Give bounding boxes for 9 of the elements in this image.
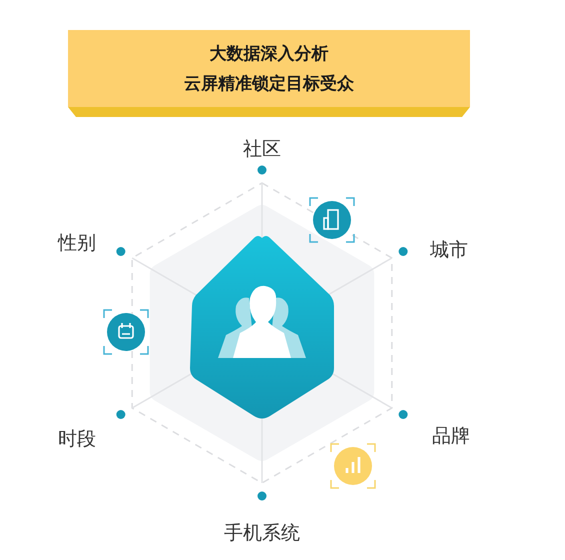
axis-label: 品牌 bbox=[432, 424, 470, 448]
axis-label: 性别 bbox=[58, 231, 96, 255]
banner-text: 云屏精准锁定目标受众 bbox=[184, 72, 354, 96]
axis-label: 社区 bbox=[243, 137, 281, 161]
banner-text: 大数据深入分析 bbox=[210, 42, 328, 66]
axis-label: 时段 bbox=[58, 427, 96, 451]
axis-label: 手机系统 bbox=[224, 521, 300, 545]
banner-box bbox=[68, 30, 470, 107]
axis-label: 城市 bbox=[430, 238, 468, 262]
